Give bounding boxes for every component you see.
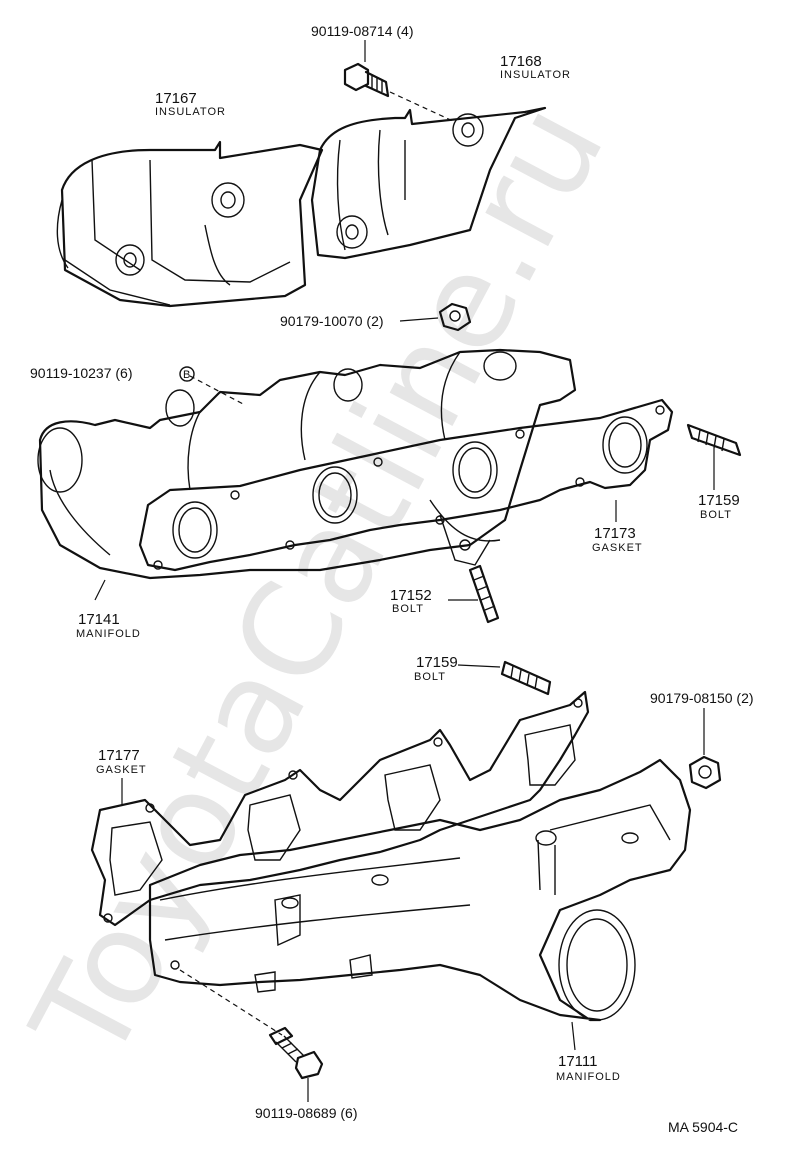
bolt-10237-path: [189, 375, 246, 406]
manifold-17111[interactable]: [148, 758, 692, 1022]
label-17111-name: MANIFOLD: [556, 1071, 621, 1083]
label-17152-number: 17152: [390, 587, 432, 604]
stud-17159-lower[interactable]: [500, 660, 552, 696]
label-17159-upper-name: BOLT: [700, 509, 732, 521]
label-17152-name: BOLT: [392, 603, 424, 615]
label-17141-number: 17141: [78, 611, 120, 628]
nut-90179-08150[interactable]: [688, 755, 722, 790]
label-17177-number: 17177: [98, 747, 140, 764]
insulator-17167[interactable]: [56, 140, 324, 308]
leader-10070: [399, 317, 439, 322]
label-17167-number: 17167: [155, 90, 197, 107]
bolt-90119-08714[interactable]: [343, 62, 390, 98]
nut-90179-10070[interactable]: [438, 302, 472, 332]
label-17159-lower-number: 17159: [416, 654, 458, 671]
watermark: ToyotaCatline.ru: [3, 80, 634, 1086]
insulator-17168[interactable]: [310, 106, 547, 260]
label-17159-upper-number: 17159: [698, 492, 740, 509]
bolt-10237-marker: B: [179, 366, 195, 382]
gasket-17173[interactable]: [138, 398, 674, 572]
label-17141-name: MANIFOLD: [76, 628, 141, 640]
diagram-code: MA 5904-C: [668, 1119, 738, 1135]
bolt-90119-08689[interactable]: [268, 1026, 324, 1080]
label-bolt-08714: 90119-08714 (4): [311, 23, 413, 39]
manifold-17141[interactable]: [37, 348, 577, 580]
leader-17159-lower: [457, 664, 501, 668]
label-bolt-08689: 90119-08689 (6): [255, 1105, 357, 1121]
label-nut-08150: 90179-08150 (2): [650, 690, 754, 706]
stud-17152[interactable]: [468, 564, 500, 624]
marker-b-text: B: [183, 369, 191, 381]
label-bolt-10237: 90119-10237 (6): [30, 365, 132, 381]
bolt-08689-path: [179, 969, 283, 1036]
bolt-path-line: [389, 91, 456, 123]
label-17168-number: 17168: [500, 53, 542, 70]
gasket-17177[interactable]: [90, 690, 590, 927]
stud-17159-upper[interactable]: [686, 423, 742, 457]
leader-17111: [571, 1021, 576, 1051]
leader-17141: [94, 579, 106, 601]
label-17173-name: GASKET: [592, 542, 643, 554]
label-17111-number: 17111: [558, 1053, 598, 1070]
label-17173-number: 17173: [594, 525, 636, 542]
label-17167-name: INSULATOR: [155, 106, 226, 118]
label-17159-lower-name: BOLT: [414, 671, 446, 683]
label-nut-10070: 90179-10070 (2): [280, 313, 384, 329]
label-17168-name: INSULATOR: [500, 69, 571, 81]
label-17177-name: GASKET: [96, 764, 147, 776]
